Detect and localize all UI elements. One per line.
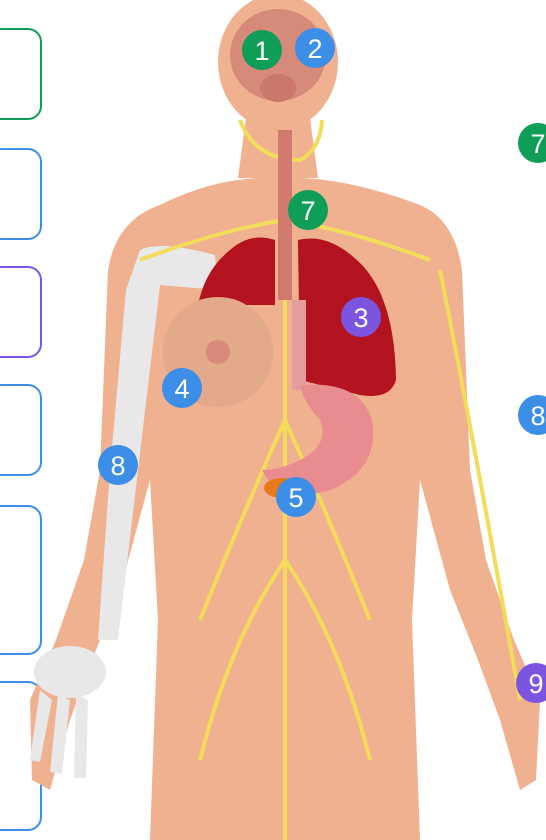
marker-8-arm-label: 8 <box>110 451 125 481</box>
marker-9-label: 9 <box>528 669 543 699</box>
marker-7-right-label: 7 <box>530 129 545 159</box>
marker-2[interactable]: 2 <box>295 28 335 68</box>
marker-7-right[interactable]: 7 <box>518 123 546 163</box>
marker-3[interactable]: 3 <box>341 297 381 337</box>
marker-8-right[interactable]: 8 <box>518 395 546 435</box>
marker-8-right-label: 8 <box>530 401 545 431</box>
marker-1-label: 1 <box>254 36 269 66</box>
marker-1[interactable]: 1 <box>242 30 282 70</box>
marker-7-neck[interactable]: 7 <box>288 190 328 230</box>
marker-4-label: 4 <box>174 374 189 404</box>
marker-7-neck-label: 7 <box>300 196 315 226</box>
marker-5[interactable]: 5 <box>276 477 316 517</box>
marker-2-label: 2 <box>307 34 322 64</box>
marker-4[interactable]: 4 <box>162 368 202 408</box>
marker-5-label: 5 <box>288 483 303 513</box>
marker-3-label: 3 <box>353 303 368 333</box>
marker-8-arm[interactable]: 8 <box>98 445 138 485</box>
